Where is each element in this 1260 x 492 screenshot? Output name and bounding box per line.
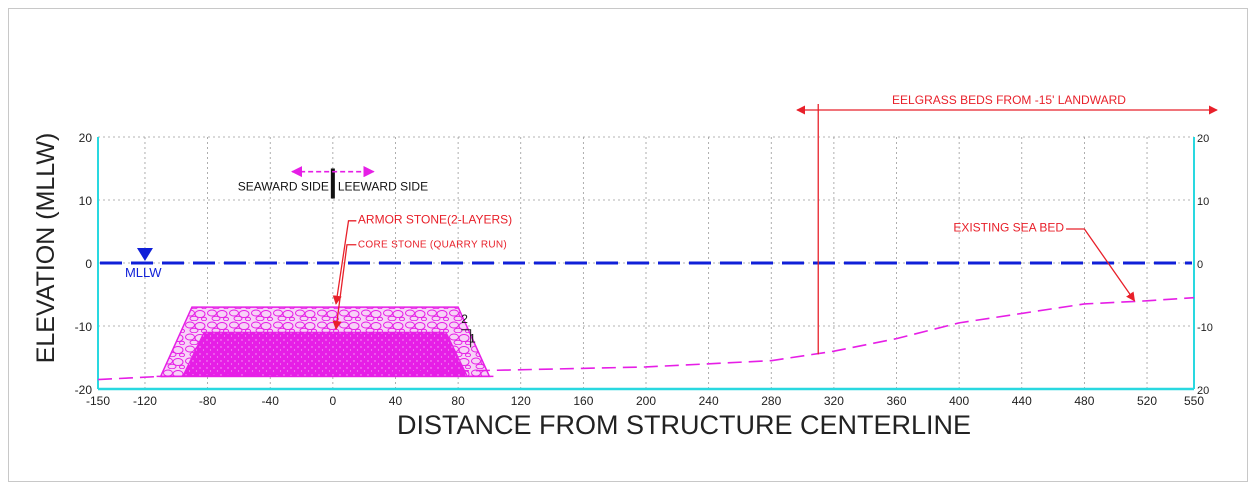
x-tick-label: 280 [761, 394, 781, 408]
leeward-side-label: LEEWARD SIDE [338, 180, 428, 194]
slope-rise-label: 2 [461, 312, 468, 326]
y-tick-label-right: 20 [1197, 133, 1209, 145]
sea-bed-leader-arrow [1066, 228, 1136, 302]
x-tick-label: 240 [699, 394, 719, 408]
core-stone-fill [181, 331, 469, 377]
x-tick-label: -120 [133, 394, 157, 408]
y-tick-labels-left: 20 10 0 -10 -20 [75, 131, 93, 397]
y-tick-label: -20 [75, 383, 93, 397]
x-tick-label: 40 [389, 394, 403, 408]
slope-run-label: 1 [469, 331, 476, 345]
breakwater-structure [156, 306, 494, 378]
existing-sea-bed-line [97, 296, 1195, 381]
x-tick-label: 480 [1074, 394, 1094, 408]
x-tick-label: 0 [330, 394, 337, 408]
y-axis-title: ELEVATION (MLLW) [32, 133, 60, 364]
mllw-label: MLLW [125, 265, 162, 280]
x-tick-label: 80 [451, 394, 465, 408]
x-tick-labels: -150 -120 -80 -40 0 40 80 120 160 200 240 280 320 360… [86, 394, 1204, 408]
x-tick-label: 320 [824, 394, 844, 408]
eelgrass-beds-label: EELGRASS BEDS FROM -15' LANDWARD [892, 93, 1126, 107]
centerline-marker [330, 168, 335, 199]
armor-stone-leader-arrow [332, 220, 357, 305]
core-stone-leader-arrow [332, 244, 357, 331]
y-tick-label-right: 10 [1197, 196, 1209, 208]
y-tick-label-right: 20 [1197, 385, 1209, 397]
x-tick-label: 200 [636, 394, 656, 408]
x-tick-label: 120 [511, 394, 531, 408]
y-tick-label: 10 [79, 194, 93, 208]
seaward-side-label: SEAWARD SIDE [238, 180, 329, 194]
x-tick-label: -80 [199, 394, 217, 408]
y-tick-label-right: -10 [1197, 322, 1213, 334]
x-tick-label: 440 [1012, 394, 1032, 408]
water-level-triangle-icon [136, 248, 153, 261]
x-tick-label: 400 [949, 394, 969, 408]
axes [97, 137, 1195, 391]
slope-indicator [461, 329, 472, 348]
y-tick-label: 20 [79, 131, 93, 145]
x-tick-label: -150 [86, 394, 110, 408]
x-tick-label: 550 [1184, 394, 1204, 408]
core-stone-label: CORE STONE (QUARRY RUN) [358, 239, 507, 250]
armor-stone-label: ARMOR STONE(2-LAYERS) [358, 212, 512, 226]
x-axis-title: DISTANCE FROM STRUCTURE CENTERLINE [397, 410, 971, 440]
y-tick-label: 0 [85, 257, 92, 271]
y-tick-label-right: 0 [1197, 259, 1203, 271]
existing-sea-bed-label: EXISTING SEA BED [953, 221, 1064, 235]
x-tick-label: 160 [573, 394, 593, 408]
y-tick-labels-right: 20 10 0 -10 20 [1197, 133, 1213, 397]
x-tick-label: 520 [1137, 394, 1157, 408]
y-tick-label: -10 [75, 320, 93, 334]
x-tick-label: -40 [262, 394, 280, 408]
x-tick-label: 360 [886, 394, 906, 408]
